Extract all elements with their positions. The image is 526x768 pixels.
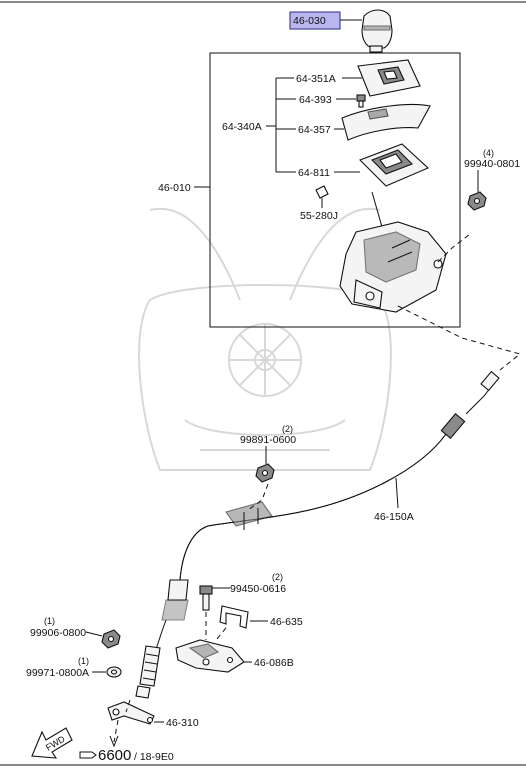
dash-nut-99891 [247, 483, 269, 511]
watermark-emblem [138, 207, 392, 471]
arrow-down-icon [109, 735, 119, 748]
label-indicator: 64-357 [298, 124, 331, 136]
lever-46-310-part[interactable] [107, 701, 155, 725]
label-bracket-46-086b: 46-086B [254, 657, 294, 669]
label-cable: 46-150A [374, 511, 414, 523]
label-nut-99891-qty: (2) [282, 424, 293, 434]
label-bolt-64-393: 64-393 [299, 94, 332, 106]
clip-46-635-part[interactable] [219, 605, 249, 629]
bracket-64-340a [266, 77, 296, 173]
label-shifter: 46-010 [158, 182, 191, 194]
washer-99971-part[interactable] [106, 666, 122, 678]
bezel-part[interactable] [357, 59, 421, 97]
label-bolt-99450: 99450-0616 [230, 583, 286, 595]
dash-shifter-nut [437, 233, 471, 263]
label-nut-99906-qty: (1) [44, 616, 55, 626]
label-nut-99940: 99940-0801 [464, 158, 520, 170]
label-knob: 46-030 [293, 15, 326, 27]
bolt-64-393-part[interactable] [356, 94, 366, 108]
leader-nut-99906 [85, 631, 103, 637]
label-nut-99891: 99891-0600 [240, 434, 296, 446]
label-bezel: 64-351A [296, 73, 336, 85]
nut-99940-part[interactable] [467, 191, 487, 211]
label-clip-46-635: 46-635 [270, 616, 303, 628]
bracket-46-086b-part[interactable] [175, 639, 245, 673]
label-washer-99971-qty: (1) [78, 656, 89, 666]
fwd-arrow-icon [31, 727, 73, 759]
label-assy-64-340a: 64-340A [222, 121, 262, 133]
dash-clip-46-635 [215, 627, 227, 641]
shift-panel-part[interactable] [359, 143, 429, 187]
nut-99906-part[interactable] [101, 629, 121, 649]
dash-cable-to-shifter [397, 305, 522, 371]
shift-cable-part[interactable] [135, 370, 500, 699]
nut-99891-part[interactable] [255, 463, 275, 483]
label-ref-sub: / 18-9E0 [134, 751, 174, 763]
label-nut-99940-qty: (4) [483, 148, 494, 158]
label-ref-page[interactable]: 6600 [98, 747, 131, 764]
indicator-plate-part[interactable] [341, 104, 431, 141]
shifter-mechanism-part[interactable] [339, 191, 447, 313]
label-nut-99906: 99906-0800 [30, 627, 86, 639]
leader-cable [395, 477, 399, 509]
dash-lever-down [113, 719, 119, 743]
ref-pointer-icon [79, 751, 97, 759]
shift-knob-part[interactable] [361, 9, 393, 53]
label-lever-46-310: 46-310 [166, 717, 199, 729]
label-clip-55-280j: 55-280J [300, 210, 338, 222]
dash-lever [125, 699, 131, 713]
label-bolt-99450-qty: (2) [272, 572, 283, 582]
label-washer-99971: 99971-0800A [26, 667, 89, 679]
shifter-assembly-frame [209, 52, 461, 328]
clip-55-280j-part[interactable] [315, 185, 329, 208]
label-panel: 64-811 [298, 167, 330, 179]
bolt-99450-part[interactable] [199, 585, 213, 611]
